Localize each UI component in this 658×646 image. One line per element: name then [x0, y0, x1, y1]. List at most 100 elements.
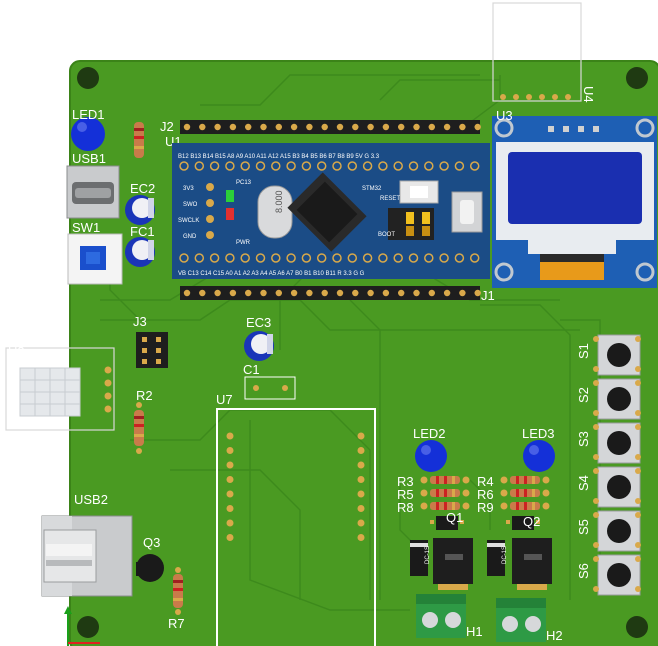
j1-pin	[382, 289, 390, 297]
stm32-pin-hole	[469, 161, 480, 171]
label-s2: S2	[576, 387, 591, 403]
stm32-pin-hole	[439, 161, 449, 171]
label-usb1: USB1	[72, 151, 106, 166]
tactile-switch-s6	[593, 554, 641, 596]
j1-pin	[336, 289, 344, 297]
u7-pin	[226, 490, 234, 498]
j2-pin	[275, 123, 282, 131]
u7-pin	[357, 519, 365, 527]
label-u4: U4	[581, 86, 596, 103]
j2-pin	[352, 123, 359, 131]
resistor-pad	[420, 476, 428, 484]
u3-outline	[5, 347, 115, 431]
label-q1: Q1	[446, 510, 463, 525]
tactile-switch-s4	[593, 466, 641, 508]
stm32-pin-hole	[194, 161, 205, 171]
j1-pin	[260, 289, 267, 297]
q1-transistor	[430, 516, 464, 530]
j2-pin	[199, 123, 206, 131]
j2-pin	[367, 123, 374, 131]
label-led3: LED3	[522, 426, 555, 441]
j2-pin	[336, 123, 344, 131]
j1-pin	[474, 289, 481, 297]
u7-pin	[357, 447, 365, 454]
reset-label: RESET	[380, 196, 400, 202]
pwr-led	[226, 208, 234, 220]
mount-hole-tl	[77, 67, 99, 89]
stm32-pin-hole	[408, 161, 419, 171]
relay-k2	[512, 538, 552, 590]
stm32-pin-hole	[240, 161, 250, 171]
stm32-pin-hole	[393, 161, 403, 171]
j1-pin	[290, 289, 298, 297]
label-r3: R3	[397, 474, 414, 489]
stm32-pin-hole	[347, 253, 358, 263]
terminal-h2	[496, 598, 546, 642]
resistor-array	[420, 476, 550, 510]
u7-pin	[226, 447, 234, 454]
resistor-r2	[134, 402, 144, 454]
j2-pin	[306, 123, 313, 131]
j1-pin	[245, 289, 252, 297]
stm32-pin-hole	[332, 161, 342, 171]
j2-pin	[443, 123, 451, 131]
label-s3: S3	[576, 431, 591, 447]
stm32-pin-hole	[347, 161, 358, 171]
stm32-pin-hole	[316, 161, 327, 171]
mount-hole-br	[626, 616, 648, 638]
diode-right: DC-1S	[487, 540, 508, 576]
q3-transistor	[136, 554, 164, 582]
u7-pin	[357, 505, 365, 512]
label-r5: R5	[397, 487, 414, 502]
j1-pin	[459, 289, 466, 297]
stm32-pin-hole	[286, 161, 296, 171]
j1-pin	[214, 289, 221, 297]
j1-pin	[321, 289, 328, 297]
crystal-label: 8.000	[274, 190, 284, 213]
swd-pin-swo: SWO	[183, 202, 198, 208]
stm32-pin-hole	[424, 161, 434, 171]
resistor-pad	[500, 476, 508, 484]
tactile-switches	[593, 334, 641, 596]
stm32-pin-hole	[454, 161, 465, 171]
u7-pins	[226, 432, 365, 541]
resistor-r1	[134, 122, 144, 158]
label-j2: J2	[160, 119, 174, 134]
j1-pin	[199, 289, 206, 297]
u7-pin	[357, 490, 365, 498]
label-ec2: EC2	[130, 181, 155, 196]
stm32-pin-hole	[209, 161, 220, 171]
resistor-pad	[542, 502, 550, 510]
terminal-h1	[416, 594, 466, 638]
stm32-pin-hole	[255, 253, 266, 263]
q2-transistor	[506, 516, 540, 530]
stm32-pin-hole	[362, 253, 373, 263]
label-sw1: SW1	[72, 220, 100, 235]
label-r7: R7	[168, 616, 185, 631]
stm32-pin-hole	[454, 253, 465, 263]
u7-pin	[226, 461, 234, 469]
label-h2: H2	[546, 628, 563, 643]
svg-text:DC-1S: DC-1S	[502, 546, 508, 564]
stm32-pin-hole	[469, 253, 480, 263]
j2-pin	[245, 123, 252, 131]
stm32-pin-hole	[408, 253, 419, 263]
mount-holes	[77, 67, 648, 638]
axis-triad-icon	[64, 606, 100, 646]
j1-pin	[275, 289, 282, 297]
stm32-pin-hole	[378, 161, 388, 171]
resistor-pad	[542, 476, 550, 484]
resistor-pad	[420, 489, 428, 497]
u4-outline	[492, 2, 582, 102]
swd-pin-3v3: 3V3	[183, 186, 194, 192]
label-u3: U3	[8, 344, 25, 359]
resistor-r7	[173, 567, 183, 615]
stm32-pin-hole	[225, 161, 235, 171]
stm32-pin-hole	[255, 161, 266, 171]
u7-pin	[357, 534, 365, 541]
swd-header	[206, 183, 214, 239]
u7-pin	[226, 505, 234, 512]
mount-hole-bl	[77, 616, 99, 638]
u7-outline	[216, 408, 376, 646]
